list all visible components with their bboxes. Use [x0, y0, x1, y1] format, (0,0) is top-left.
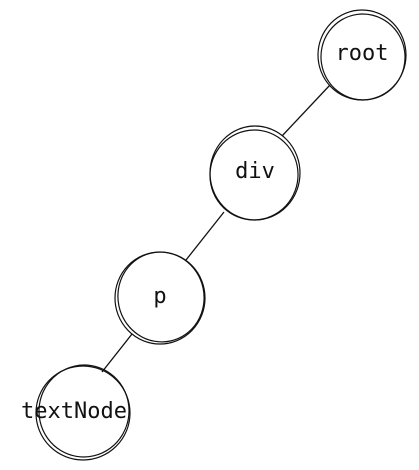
node-div-circle-sketch: [209, 129, 299, 221]
node-textnode-circle: [35, 365, 131, 461]
node-root-label: root: [336, 41, 389, 66]
edge-div-p: [185, 211, 225, 261]
node-textnode: textNode: [21, 364, 131, 461]
edge-p-textnode: [101, 333, 133, 373]
node-p: p: [114, 251, 206, 345]
node-root-circle-sketch: [320, 13, 406, 101]
node-root: root: [317, 9, 407, 101]
node-p-circle-sketch: [117, 251, 205, 343]
node-p-label: p: [153, 284, 166, 309]
edges: [101, 84, 331, 373]
edge-root-div: [281, 84, 331, 137]
node-textnode-circle-sketch: [38, 364, 130, 458]
node-textnode-label: textNode: [21, 399, 127, 424]
node-div: div: [209, 125, 301, 221]
node-div-label: div: [235, 159, 275, 184]
